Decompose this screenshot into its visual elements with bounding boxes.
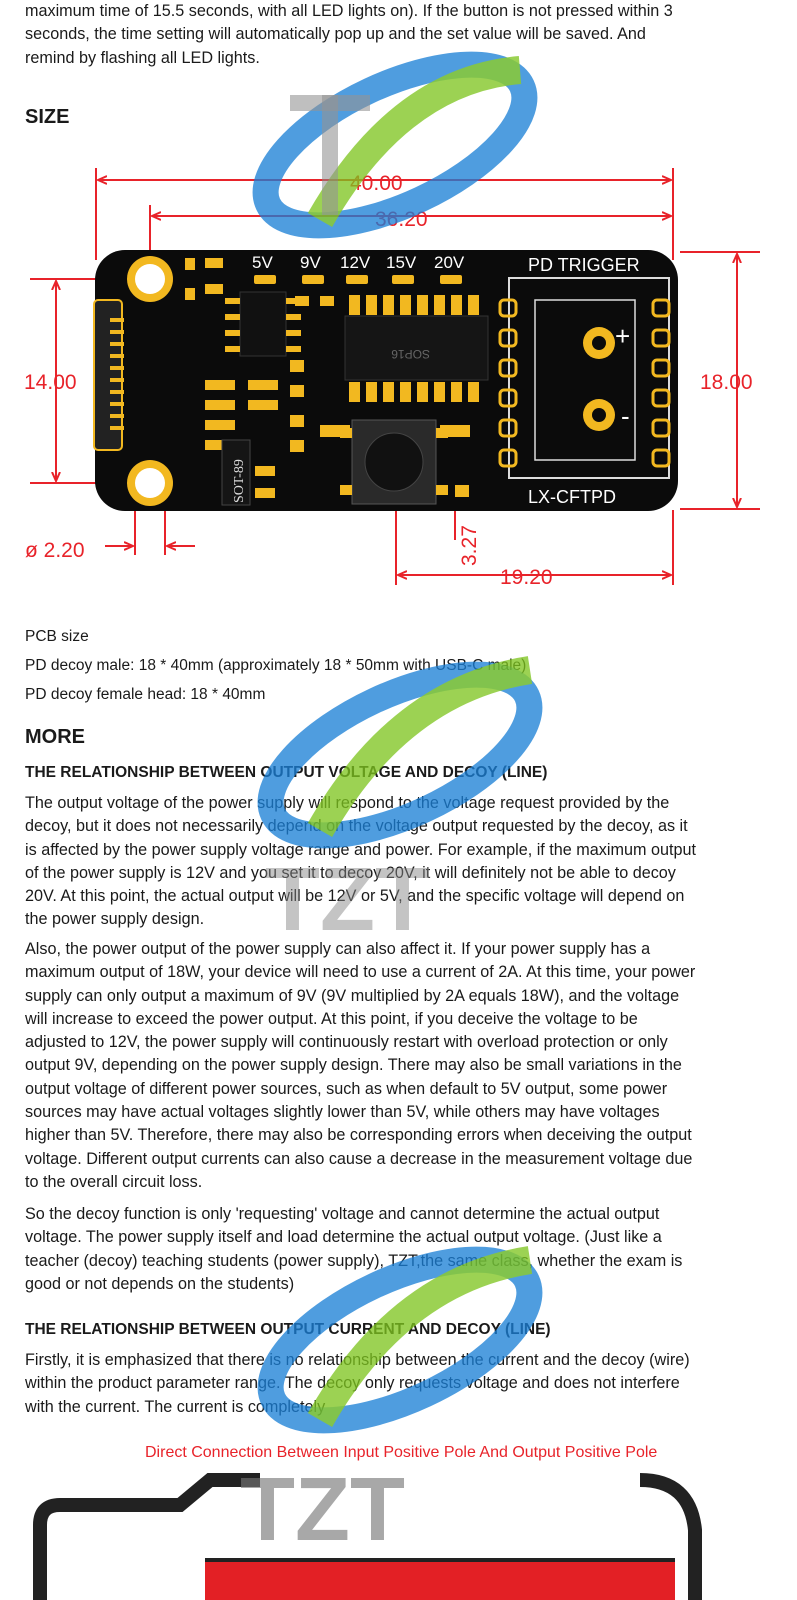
pcb-female-size: PD decoy female head: 18 * 40mm [25,686,266,703]
intro-line: remind by flashing all LED lights. [25,48,260,67]
text-line: of the power supply is 12V and you set i… [25,863,676,882]
text-line: maximum output of 18W, your device will … [25,963,696,982]
intro-line: seconds, the time setting will automatic… [25,25,646,44]
sot89-label: SOT-89 [232,459,247,503]
section1-paragraph-2: Also, the power output of the power supp… [25,938,765,1194]
ic-label: SOP16 [391,347,430,361]
text-line: voltage. Different output currents can a… [25,1149,693,1168]
intro-line: maximum time of 15.5 seconds, with all L… [25,2,673,20]
dim-terminal-length: 19.20 [500,566,553,589]
text-line: voltage. The power supply itself and loa… [25,1228,662,1247]
text-line: output voltage of different power source… [25,1079,668,1098]
text-line: adjusted to 12V, the power supply will c… [25,1033,668,1052]
text-line: will increase to exceed the power output… [25,1009,638,1028]
intro-paragraph: maximum time of 15.5 seconds, with all L… [25,0,765,70]
connection-caption: Direct Connection Between Input Positive… [145,1444,658,1461]
text-line: good or not depends on the students) [25,1274,295,1293]
dim-hole-diameter: ø 2.20 [25,539,85,562]
text-line: 20V. At this point, the actual output wi… [25,887,685,906]
led-label-12v: 12V [340,253,371,272]
led-label-20v: 20V [434,253,465,272]
text-line: sources may have actual voltages slightl… [25,1103,660,1122]
dim-height-right: 18.00 [700,371,753,394]
board-model: LX-CFTPD [528,487,616,507]
led-label-15v: 15V [386,253,417,272]
text-line: So the decoy function is only 'requestin… [25,1205,660,1223]
led-label-5v: 5V [252,253,273,272]
text-line: the power supply design. [25,910,205,929]
dim-height-left: 14.00 [24,371,77,394]
text-line: with the current. The current is complet… [25,1397,326,1416]
pcb-size-label: PCB size [25,628,89,645]
more-heading: MORE [25,726,85,748]
led-label-9v: 9V [300,253,321,272]
minus-sign: - [621,401,630,431]
text-line: higher than 5V. Therefore, there may als… [25,1126,692,1145]
board-title: PD TRIGGER [528,255,640,275]
dim-button-offset: 3.27 [458,525,481,566]
size-heading: SIZE [25,106,70,128]
plus-sign: + [615,321,630,351]
text-line: to the overall circuit loss. [25,1172,203,1191]
text-line: Also, the power output of the power supp… [25,940,651,958]
text-line: supply can only output a maximum of 9V (… [25,986,680,1005]
text-line: output 9V, depending on the power supply… [25,1056,682,1075]
